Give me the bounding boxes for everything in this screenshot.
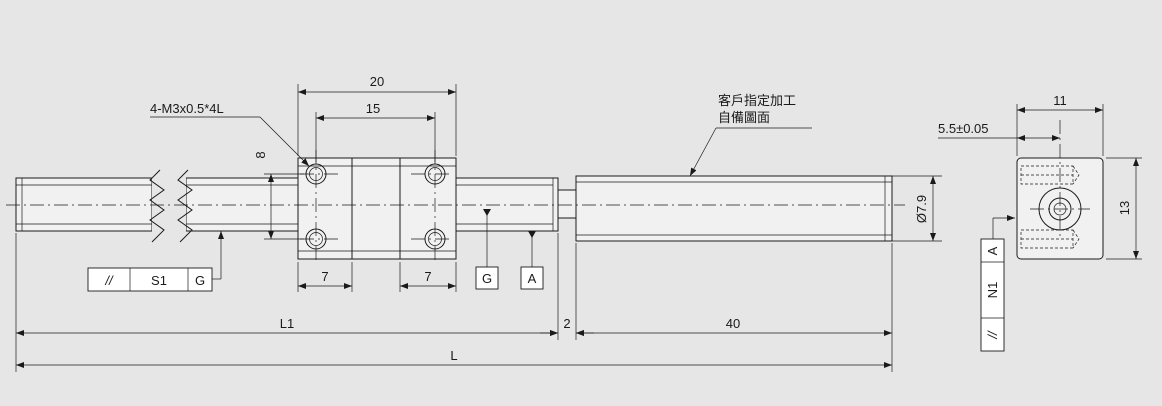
dim-l1: L1: [15, 233, 559, 372]
tolerance-frame-bottom: // S1 G: [87, 231, 224, 292]
dim-end-length: 40: [576, 243, 893, 372]
dim-edge-right: 7: [399, 262, 457, 292]
dim-side-width-label: 11: [1053, 93, 1067, 108]
datum-a: A: [520, 231, 544, 290]
screw-callout-label: 4-M3x0.5*4L: [150, 101, 224, 116]
datum-a-label: A: [528, 271, 537, 286]
dim-gap-label: 2: [563, 316, 570, 331]
carriage-block: [297, 157, 457, 260]
machining-note-line1: 客戶指定加工: [718, 93, 796, 108]
dim-edge-left: 7: [297, 262, 353, 292]
dim-side-height-label: 13: [1117, 201, 1132, 215]
dim-end-length-label: 40: [726, 316, 740, 331]
dim-side-offset-label: 5.5±0.05: [938, 121, 989, 136]
side-view-block: [1016, 120, 1104, 260]
datum-g-label: G: [482, 271, 492, 286]
dim-edge-right-label: 7: [424, 269, 431, 284]
dim-edge-left-label: 7: [321, 269, 328, 284]
dim-hole-vertical-label: 8: [253, 151, 268, 158]
tolerance-side-symbol: //: [985, 330, 1000, 340]
dim-gap: 2: [540, 243, 594, 340]
dim-total-length: L: [16, 348, 892, 368]
tolerance-side-value: N1: [985, 282, 1000, 299]
tolerance-bottom-symbol: //: [104, 273, 114, 288]
tolerance-bottom-datum: G: [195, 273, 205, 288]
screw-callout: 4-M3x0.5*4L: [150, 101, 310, 167]
dim-block-width-label: 20: [370, 74, 384, 89]
tolerance-bottom-value: S1: [151, 273, 167, 288]
dim-hole-pitch: 15: [315, 101, 436, 162]
dim-hole-vertical: 8: [253, 151, 304, 240]
dim-side-width: 11: [1016, 93, 1104, 156]
tolerance-side-datum: A: [985, 246, 1000, 255]
dim-shaft-diameter: Ø7.9: [892, 175, 942, 242]
dim-side-height: 13: [1106, 157, 1142, 260]
end-cylinder: [575, 175, 893, 242]
dim-block-width: 20: [297, 74, 457, 156]
dim-total-length-label: L: [450, 348, 457, 363]
machining-note: 客戶指定加工 自備圖面: [689, 93, 812, 177]
rail-shaft: [15, 160, 559, 245]
datum-g: G: [475, 209, 499, 290]
dim-side-offset: 5.5±0.05: [938, 121, 1060, 141]
dim-shaft-diameter-label: Ø7.9: [914, 195, 929, 223]
tolerance-frame-side: A N1 //: [980, 215, 1015, 352]
machining-note-line2: 自備圖面: [718, 110, 770, 125]
rail-neck: [557, 189, 577, 219]
center-lines: [6, 150, 905, 264]
dim-l1-label: L1: [280, 316, 294, 331]
dim-hole-pitch-label: 15: [366, 101, 380, 116]
